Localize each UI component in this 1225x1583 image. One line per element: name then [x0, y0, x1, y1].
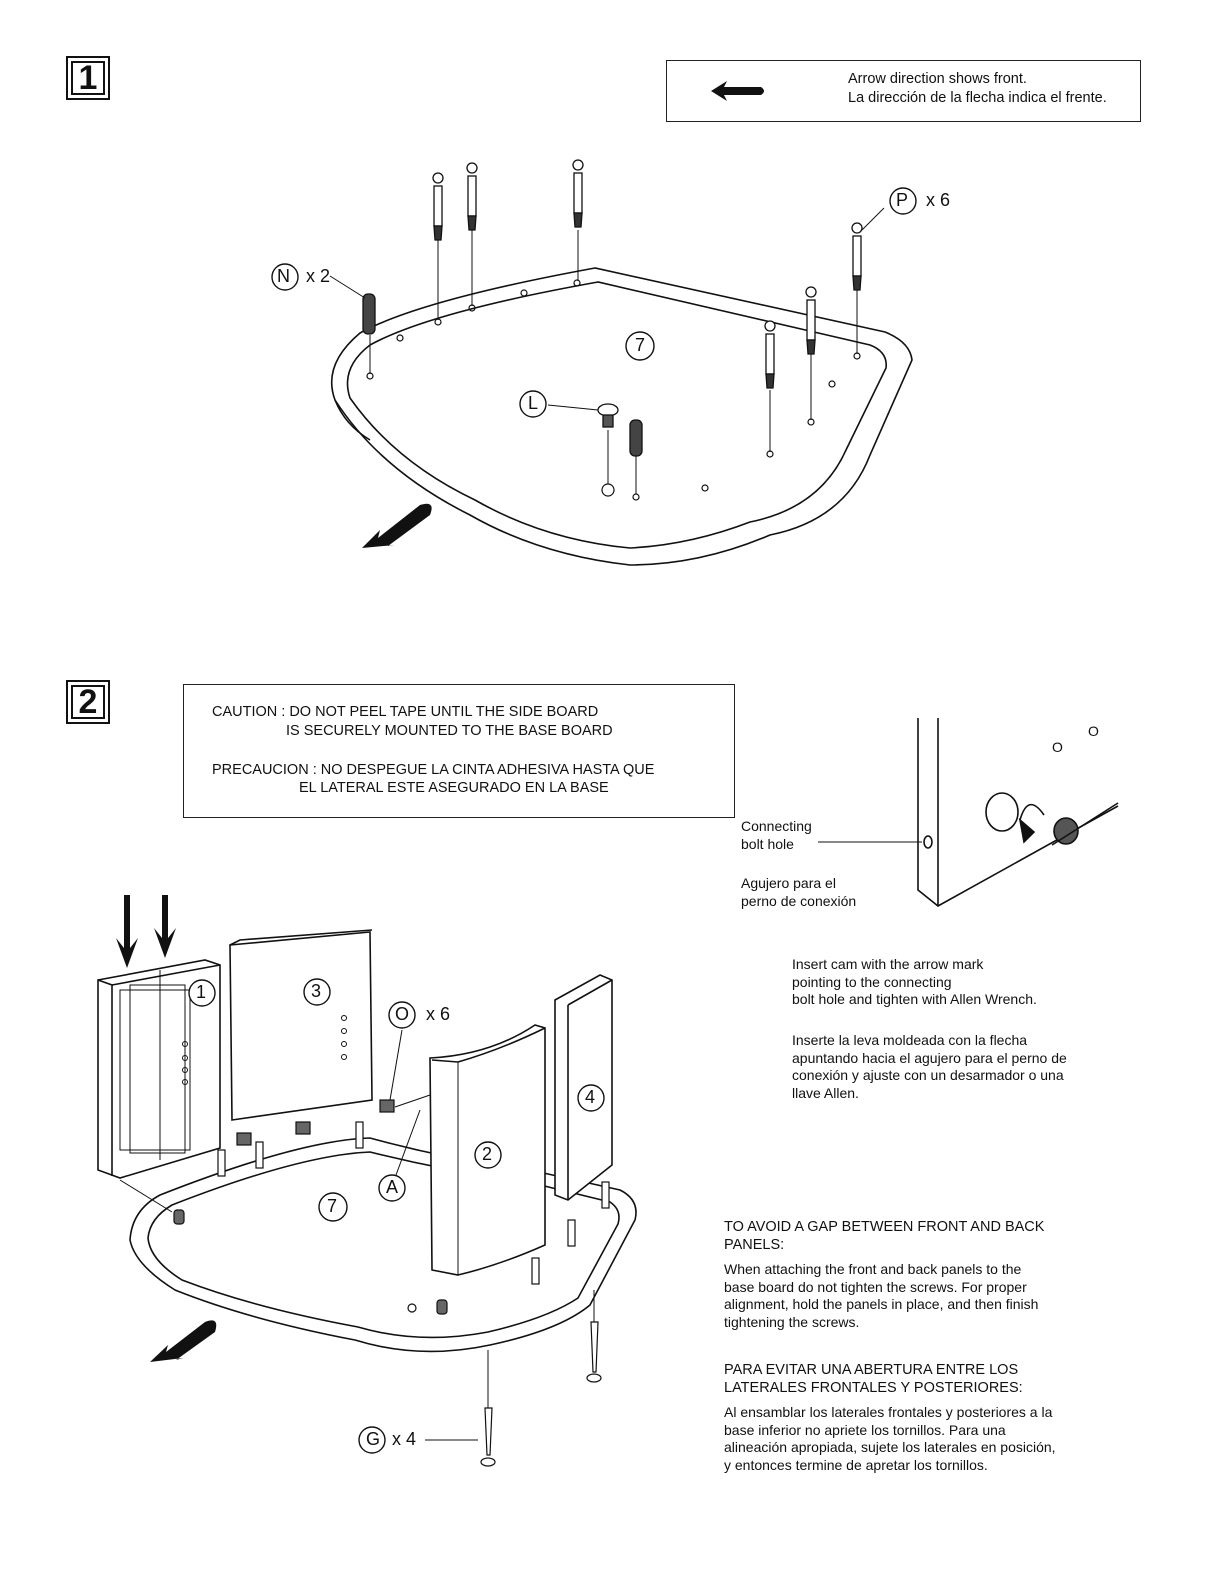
cam-instructions-es: Inserte la leva moldeada con la flecha a… — [792, 1032, 1067, 1101]
part-p-qty: x 6 — [926, 190, 951, 210]
part-a-letter: A — [386, 1177, 399, 1197]
front-direction-arrow-2-icon — [150, 1320, 217, 1362]
panel-3-number: 3 — [311, 981, 322, 1001]
front-arrow-note-es: La dirección de la flecha indica el fren… — [848, 90, 1107, 106]
connecting-bolt-hole-label-en-1: Connecting — [741, 818, 812, 834]
part-n-letter: N — [277, 266, 290, 286]
precaucion-line-2: EL LATERAL ESTE ASEGURADO EN LA BASE — [299, 780, 609, 796]
part-n-qty: x 2 — [306, 266, 331, 286]
caution-line-2: IS SECURELY MOUNTED TO THE BASE BOARD — [286, 723, 613, 739]
front-arrow-note-en: Arrow direction shows front. — [848, 71, 1027, 87]
part-g-letter: G — [366, 1429, 381, 1449]
gap-note-body-es: Al ensamblar los laterales frontales y p… — [724, 1404, 1056, 1473]
part-p-letter: P — [896, 190, 909, 210]
panel-1-number: 1 — [196, 982, 207, 1002]
base-7-number: 7 — [327, 1196, 338, 1216]
svg-text:O: O — [1052, 739, 1063, 755]
step-1-number: 1 — [66, 56, 110, 100]
step-2-number: 2 — [66, 680, 110, 724]
part-l-letter: L — [528, 393, 539, 413]
connecting-bolt-hole-label-es-1: Agujero para el — [741, 875, 836, 891]
front-arrow-note: Arrow direction shows front. La direcció… — [666, 60, 1141, 122]
part-o-qty: x 6 — [426, 1004, 451, 1024]
part-g-qty: x 4 — [392, 1429, 417, 1449]
front-direction-arrow-icon — [362, 503, 432, 548]
precaucion-line-1: PRECAUCION : NO DESPEGUE LA CINTA ADHESI… — [212, 762, 655, 778]
caution-box: CAUTION : DO NOT PEEL TAPE UNTIL THE SID… — [183, 684, 735, 818]
connecting-bolt-hole-label-en-2: bolt hole — [741, 836, 794, 852]
part-l-circle — [519, 390, 547, 418]
gap-note-body-en: When attaching the front and back panels… — [724, 1261, 1039, 1330]
caution-line-1: CAUTION : DO NOT PEEL TAPE UNTIL THE SID… — [212, 704, 599, 720]
panel-4-number: 4 — [585, 1087, 596, 1107]
part-n-circle — [271, 263, 299, 291]
board-7-number: 7 — [635, 335, 646, 355]
front-arrow-icon — [709, 79, 769, 108]
part-o-letter: O — [395, 1004, 410, 1024]
connecting-bolt-hole-label-es-2: perno de conexión — [741, 893, 857, 909]
part-p-circle — [889, 187, 917, 215]
board-7-circle — [625, 331, 655, 361]
svg-text:O: O — [1088, 723, 1099, 739]
gap-note-title-en: TO AVOID A GAP BETWEEN FRONT AND BACK PA… — [724, 1219, 1045, 1253]
gap-note-title-es: PARA EVITAR UNA ABERTURA ENTRE LOS LATER… — [724, 1362, 1023, 1396]
panel-2-number: 2 — [482, 1144, 493, 1164]
cam-instructions-en: Insert cam with the arrow mark pointing … — [792, 956, 1037, 1007]
